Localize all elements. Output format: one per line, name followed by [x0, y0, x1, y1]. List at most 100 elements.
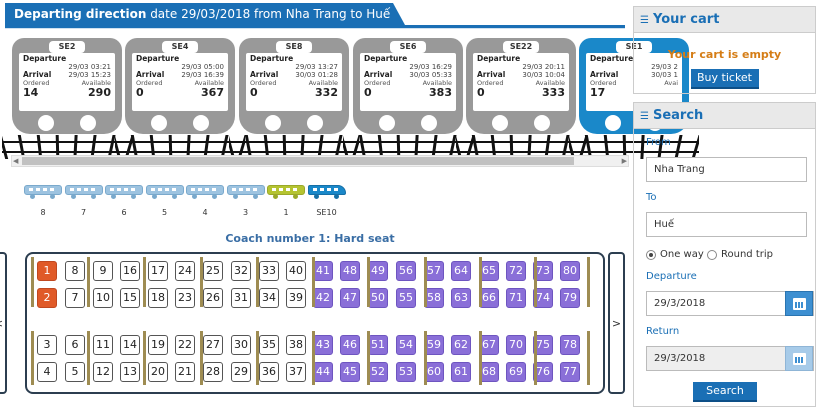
one-way-radio[interactable]: One way — [646, 249, 704, 260]
coach-body — [186, 185, 224, 195]
coach-window — [212, 188, 216, 191]
seat-available[interactable]: 25 — [203, 261, 223, 281]
ordered-count: 0 — [136, 86, 144, 99]
seat-available[interactable]: 33 — [259, 261, 279, 281]
search-button[interactable]: Search — [693, 382, 757, 402]
coach-icon[interactable] — [145, 185, 184, 199]
seat-divider — [87, 257, 90, 307]
available-count: 290 — [88, 86, 111, 99]
to-field[interactable]: Huế — [646, 212, 807, 237]
next-coach-button[interactable]: > — [608, 252, 625, 394]
coach-icon[interactable] — [105, 185, 143, 199]
seat-available[interactable]: 35 — [259, 335, 279, 355]
seat-available[interactable]: 9 — [93, 261, 113, 281]
seat-available[interactable]: 24 — [175, 261, 195, 281]
radio-checked-icon[interactable] — [646, 249, 656, 260]
seat-available[interactable]: 36 — [259, 362, 279, 382]
coach-wheel — [50, 194, 55, 199]
seat-available[interactable]: 11 — [93, 335, 113, 355]
seat-sold: 42 — [313, 288, 333, 308]
seat-available[interactable]: 3 — [37, 335, 57, 355]
seat-available[interactable]: 39 — [286, 288, 306, 308]
seat-available[interactable]: 13 — [120, 362, 140, 382]
seat-sold: 56 — [396, 261, 416, 281]
direction-title: Departing direction — [14, 7, 147, 21]
seat-available[interactable]: 16 — [120, 261, 140, 281]
seat-selected[interactable]: 2 — [37, 288, 57, 308]
rail-bar — [115, 141, 245, 143]
seat-available[interactable]: 27 — [203, 335, 223, 355]
coach-wheel — [111, 194, 116, 199]
scroll-left-icon[interactable]: ◀ — [13, 157, 19, 165]
seat-available[interactable]: 20 — [148, 362, 168, 382]
coach-window — [231, 188, 236, 191]
seat-available[interactable]: 14 — [120, 335, 140, 355]
scroll-right-icon[interactable]: ▶ — [621, 157, 627, 165]
seat-available[interactable]: 31 — [231, 288, 251, 308]
seat-available[interactable]: 5 — [65, 362, 85, 382]
seat-available[interactable]: 15 — [120, 288, 140, 308]
seat-sold: 67 — [479, 335, 499, 355]
coach-body — [145, 185, 184, 195]
coach-number-label: 8 — [40, 208, 46, 217]
seat-available[interactable]: 23 — [175, 288, 195, 308]
seat-available[interactable]: 26 — [203, 288, 223, 308]
seat-sold: 51 — [368, 335, 388, 355]
coach-icon[interactable] — [186, 185, 224, 199]
round-trip-radio[interactable]: Round trip — [707, 249, 773, 260]
seat-available[interactable]: 37 — [286, 362, 306, 382]
seat-available[interactable]: 40 — [286, 261, 306, 281]
ordered-count: 0 — [477, 86, 485, 99]
seat-available[interactable]: 6 — [65, 335, 85, 355]
seat-available[interactable]: 38 — [286, 335, 306, 355]
seat-available[interactable]: 28 — [203, 362, 223, 382]
seat-divider — [256, 331, 259, 385]
coach-icon[interactable] — [226, 185, 265, 199]
seat-sold: 73 — [533, 261, 553, 281]
seat-available[interactable]: 30 — [231, 335, 251, 355]
radio-unchecked-icon[interactable] — [707, 249, 717, 260]
buy-ticket-button[interactable]: Buy ticket — [690, 69, 759, 89]
seat-available[interactable]: 18 — [148, 288, 168, 308]
seat-available[interactable]: 32 — [231, 261, 251, 281]
seat-available[interactable]: 22 — [175, 335, 195, 355]
search-panel: ☰Search From Nha Trang To Huế One way Ro… — [633, 102, 816, 407]
calendar-icon[interactable] — [785, 291, 813, 316]
seat-selected[interactable]: 1 — [37, 261, 57, 281]
seat-sold: 62 — [451, 335, 471, 355]
coach-body — [105, 185, 143, 195]
coach-icon[interactable] — [24, 185, 62, 199]
departure-date-field[interactable]: 29/3/2018 — [646, 291, 814, 316]
coach-icon[interactable] — [267, 185, 305, 199]
scrollbar-thumb[interactable] — [22, 157, 574, 165]
coach-window — [198, 188, 202, 191]
coach-icon[interactable] — [64, 185, 103, 199]
wheel-icon — [307, 115, 323, 131]
seat-available[interactable]: 7 — [65, 288, 85, 308]
seat-available[interactable]: 4 — [37, 362, 57, 382]
seat-available[interactable]: 34 — [259, 288, 279, 308]
wheel-icon — [492, 115, 508, 131]
train-scrollbar[interactable]: ◀ ▶ — [11, 155, 629, 167]
list-icon: ☰ — [640, 15, 649, 26]
return-date-value: 29/3/2018 — [654, 353, 706, 364]
seat-available[interactable]: 19 — [148, 335, 168, 355]
prev-coach-button[interactable]: < — [0, 252, 7, 394]
from-field[interactable]: Nha Trang — [646, 157, 807, 182]
seat-available[interactable]: 17 — [148, 261, 168, 281]
coach-window — [69, 188, 74, 191]
seat-available[interactable]: 29 — [231, 362, 251, 382]
seat-available[interactable]: 10 — [93, 288, 113, 308]
seat-available[interactable]: 8 — [65, 261, 85, 281]
seat-divider — [534, 257, 537, 307]
seat-available[interactable]: 12 — [93, 362, 113, 382]
seat-available[interactable]: 21 — [175, 362, 195, 382]
available-count: 367 — [201, 86, 224, 99]
arrival-label: Arrival — [477, 70, 506, 79]
seat-divider — [367, 257, 370, 307]
